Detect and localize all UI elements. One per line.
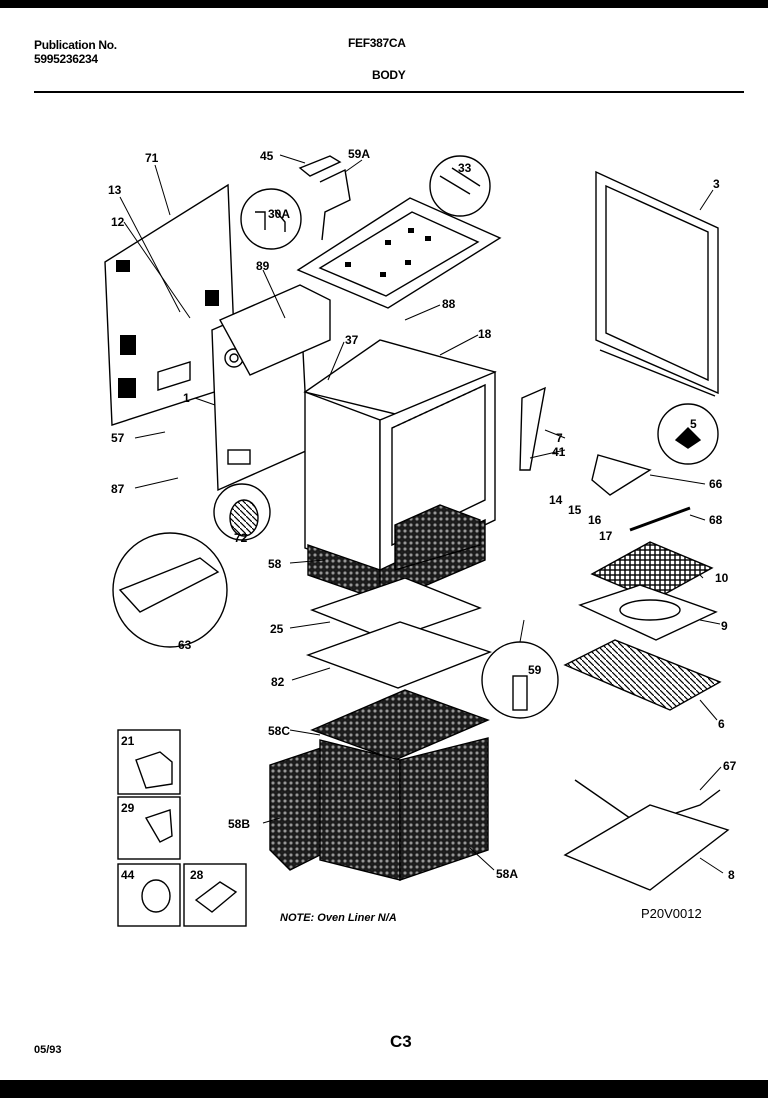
callout-45: 45 bbox=[260, 149, 274, 163]
element-66 bbox=[591, 454, 652, 496]
lower-insulation bbox=[269, 689, 490, 881]
callout-33: 33 bbox=[458, 161, 472, 175]
callout-3: 3 bbox=[713, 177, 720, 191]
bracket-59a bbox=[319, 168, 351, 241]
footer-date: 05/93 bbox=[34, 1044, 62, 1056]
callout-8: 8 bbox=[728, 868, 735, 882]
callout-21: 21 bbox=[121, 734, 135, 748]
part-29 bbox=[144, 809, 173, 843]
callout-68: 68 bbox=[709, 513, 723, 527]
detail-circle-30a bbox=[240, 188, 302, 250]
callout-89: 89 bbox=[256, 259, 270, 273]
callout-71: 71 bbox=[145, 151, 159, 165]
leader-lines bbox=[119, 154, 724, 874]
callout-10: 10 bbox=[715, 571, 729, 585]
callout-87: 87 bbox=[111, 482, 125, 496]
bracket-45 bbox=[298, 155, 342, 177]
rear-bracket bbox=[219, 284, 331, 376]
part-21 bbox=[135, 751, 173, 789]
part-28 bbox=[194, 881, 238, 913]
part-62 bbox=[118, 557, 220, 613]
bottom-border bbox=[0, 1080, 768, 1098]
callout-58: 58 bbox=[268, 557, 282, 571]
callout-7: 7 bbox=[556, 431, 563, 445]
callout-59a: 59A bbox=[348, 147, 370, 161]
callout-12: 12 bbox=[111, 215, 125, 229]
top-panel bbox=[296, 197, 502, 309]
callout-72: 72 bbox=[234, 531, 248, 545]
callout-82: 82 bbox=[271, 675, 285, 689]
part-30a bbox=[255, 209, 286, 232]
callout-13: 13 bbox=[108, 183, 122, 197]
door-frame bbox=[595, 170, 719, 397]
callout-37: 37 bbox=[345, 333, 359, 347]
model-number: FEF387CA bbox=[348, 36, 406, 50]
part-72 bbox=[229, 499, 259, 537]
callout-41: 41 bbox=[552, 445, 566, 459]
callout-18: 18 bbox=[478, 327, 492, 341]
callout-88: 88 bbox=[442, 297, 456, 311]
part-33 bbox=[439, 167, 481, 195]
part-5 bbox=[674, 427, 702, 449]
callout-15: 15 bbox=[568, 503, 582, 517]
back-panel bbox=[104, 183, 237, 426]
callout-29: 29 bbox=[121, 801, 135, 815]
oven-cabinet bbox=[303, 339, 497, 577]
broiler-pan-bowl bbox=[619, 599, 681, 621]
broiler-pan-9 bbox=[578, 584, 718, 641]
oven-liner-note: NOTE: Oven Liner N/A bbox=[280, 912, 397, 924]
callout-57: 57 bbox=[111, 431, 125, 445]
callout-17: 17 bbox=[599, 529, 613, 543]
callout-67: 67 bbox=[723, 759, 737, 773]
section-title: BODY bbox=[372, 68, 406, 82]
drip-pan-8 bbox=[563, 804, 730, 891]
oven-rack-6 bbox=[563, 639, 722, 711]
callout-25: 25 bbox=[270, 622, 284, 636]
element-68 bbox=[629, 506, 691, 532]
callout-58c: 58C bbox=[268, 724, 290, 738]
callout-5: 5 bbox=[690, 417, 697, 431]
publication-label: Publication No. bbox=[34, 38, 117, 52]
callout-6: 6 bbox=[718, 717, 725, 731]
callout-58a: 58A bbox=[496, 867, 518, 881]
page-number: C3 bbox=[390, 1032, 412, 1051]
detail-circle-33 bbox=[429, 155, 491, 217]
callout-14: 14 bbox=[549, 493, 563, 507]
part-44 bbox=[141, 879, 171, 913]
callout-58b: 58B bbox=[228, 817, 250, 831]
bottom-plate-25 bbox=[309, 577, 482, 641]
part-7 bbox=[519, 386, 546, 471]
callout-9: 9 bbox=[721, 619, 728, 633]
callout-44: 44 bbox=[121, 868, 135, 882]
callout-28: 28 bbox=[190, 868, 204, 882]
callout-63: 63 bbox=[178, 638, 192, 652]
diagram-code: P20V0012 bbox=[641, 906, 702, 921]
callout-16: 16 bbox=[588, 513, 602, 527]
callout-30a: 30A bbox=[268, 207, 290, 221]
bottom-plate-82 bbox=[305, 621, 493, 689]
top-border bbox=[0, 0, 768, 8]
callout-66: 66 bbox=[709, 477, 723, 491]
callout-59: 59 bbox=[528, 663, 542, 677]
part-59 bbox=[512, 675, 528, 711]
callout-1: 1 bbox=[183, 391, 190, 405]
header-rule bbox=[34, 91, 744, 93]
publication-number: 5995236234 bbox=[34, 52, 98, 66]
